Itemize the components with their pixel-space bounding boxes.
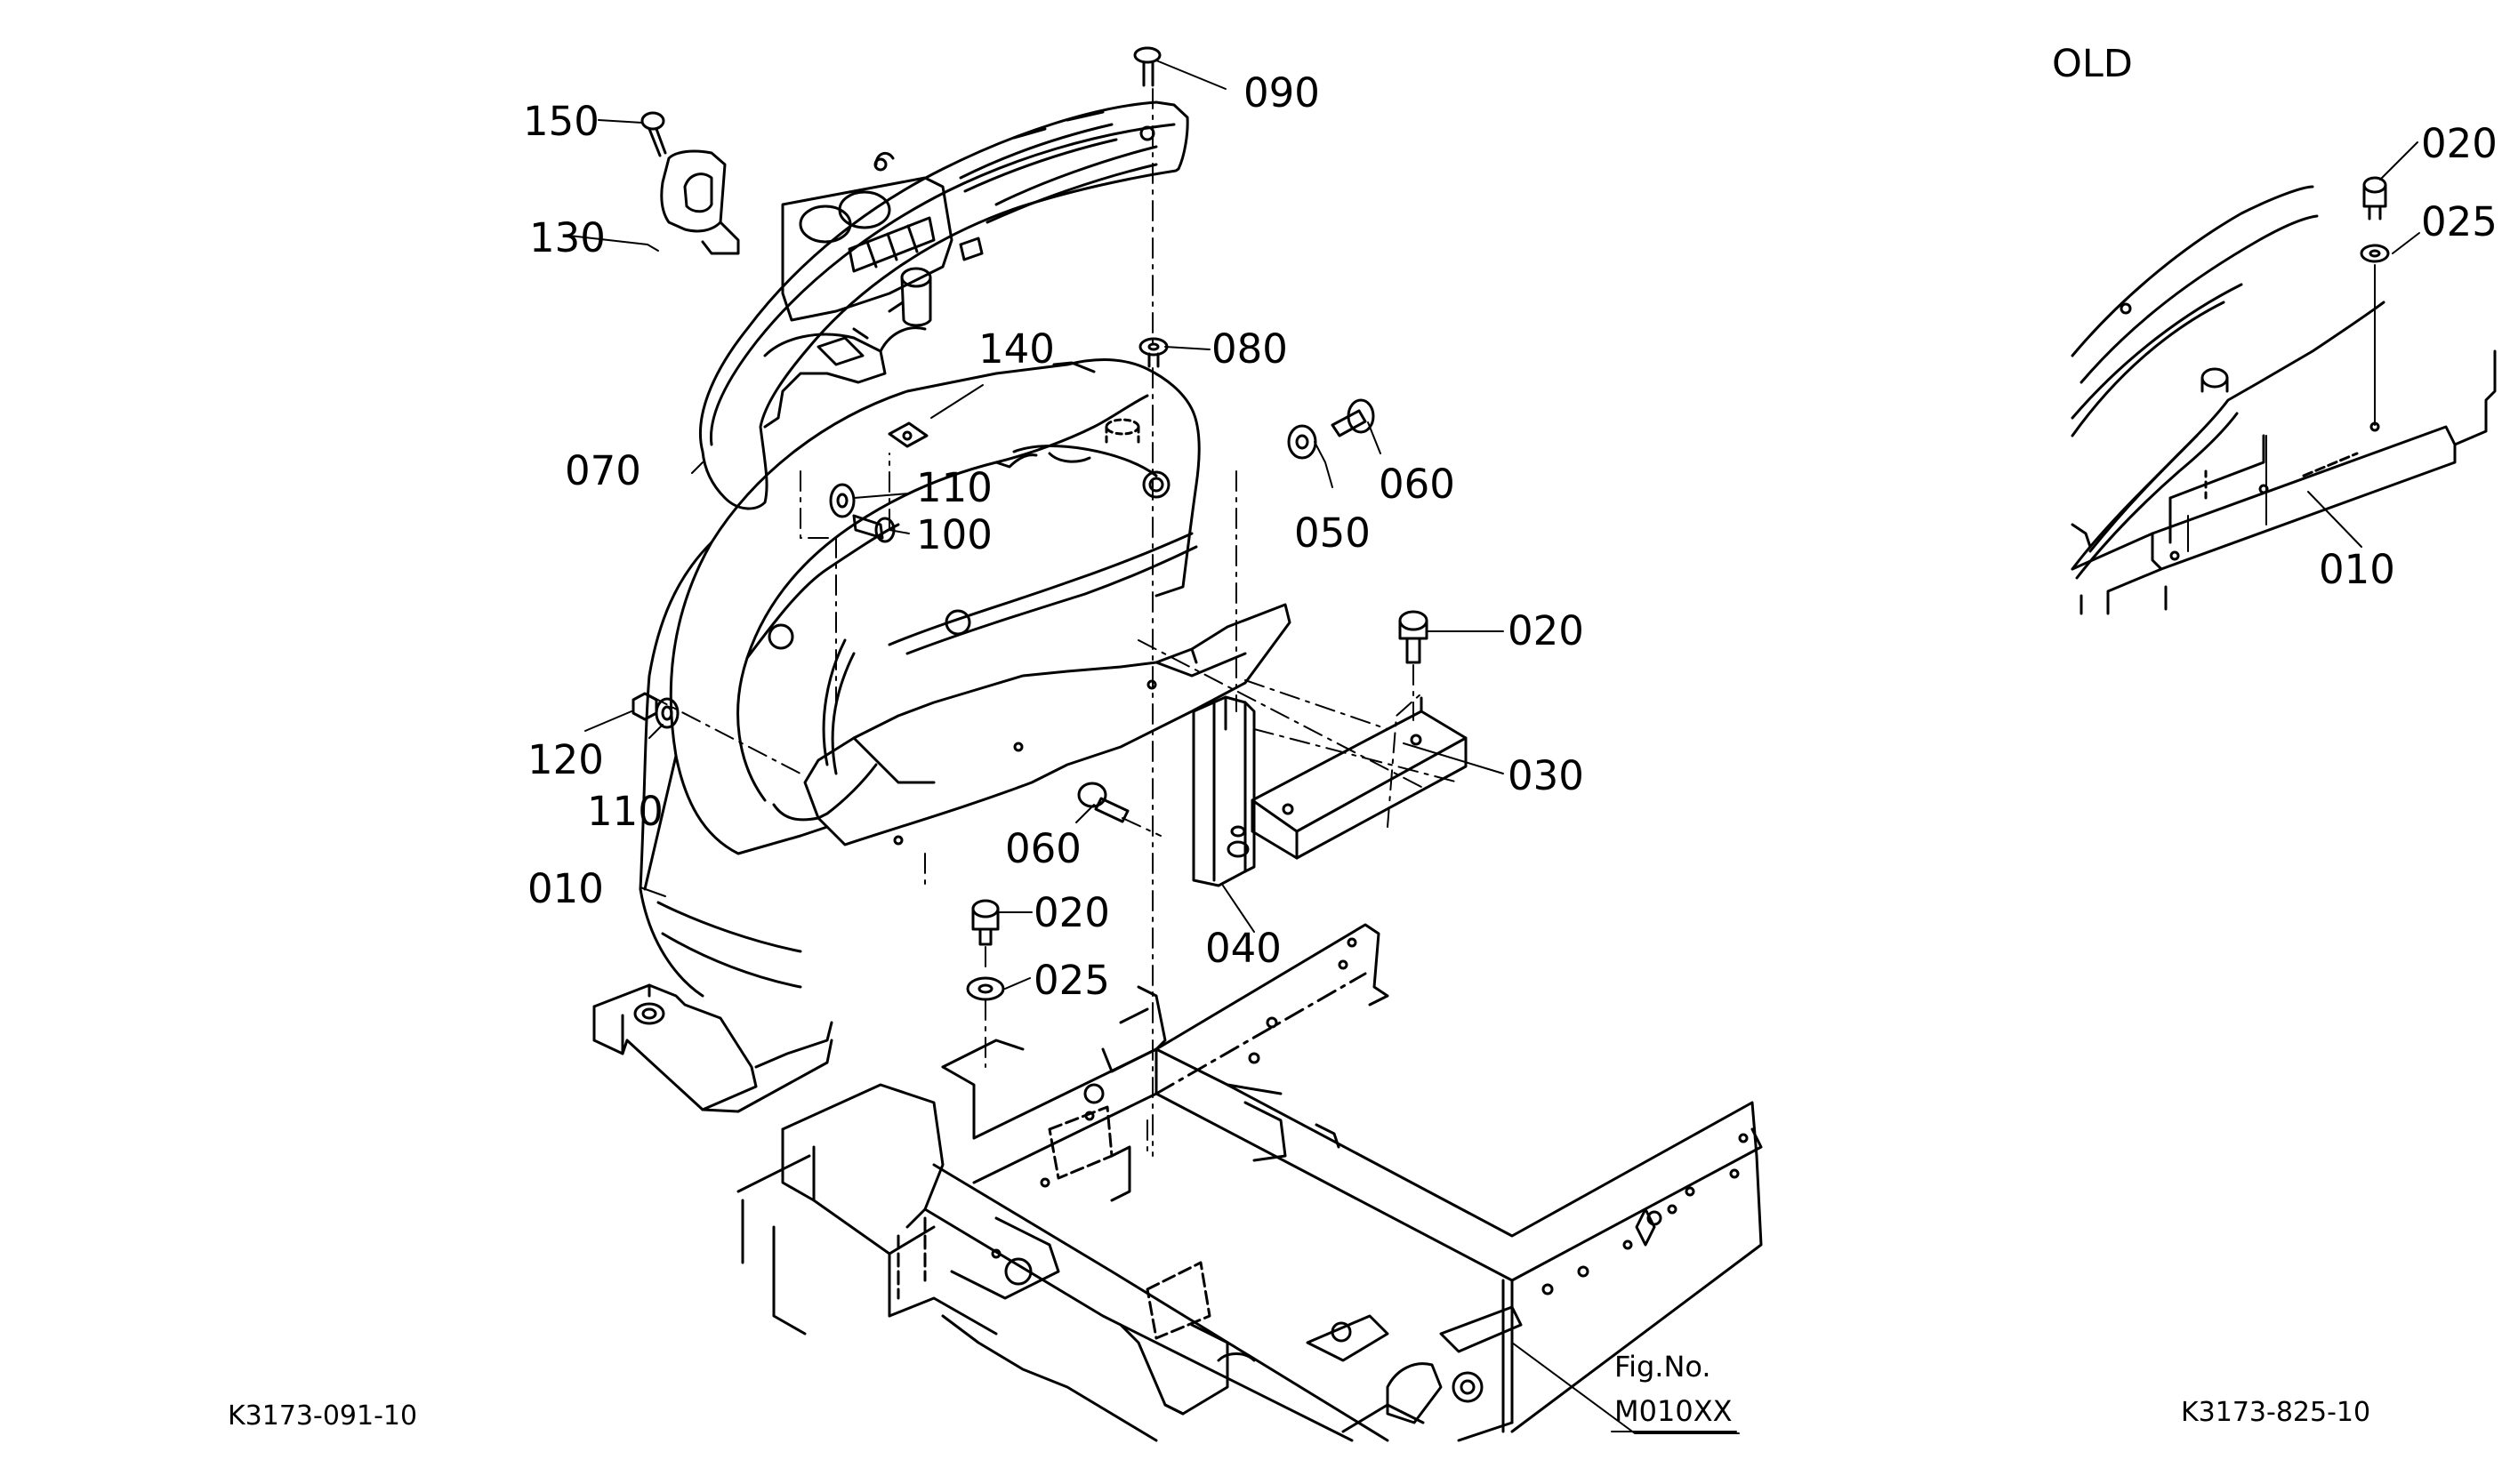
drawing-code-main: K3173-091-10 [228, 1400, 417, 1432]
callout-040: 040 [1205, 925, 1282, 972]
old-version-inset [2071, 176, 2497, 615]
callout-130: 130 [529, 214, 606, 261]
old-version-label: OLD [2052, 42, 2133, 86]
main-callout-labels: 150 130 070 140 090 080 110 100 060 050 … [523, 69, 1584, 1004]
callout-080: 080 [1211, 325, 1288, 373]
instrument-panel-cover [698, 100, 1189, 510]
inset-callout-010: 010 [2319, 546, 2395, 593]
drawing-codes: K3173-091-10 K3173-825-10 [228, 1397, 2370, 1432]
inset-callout-020: 020 [2421, 120, 2498, 167]
callout-090: 090 [1243, 69, 1320, 116]
callout-110-upper: 110 [916, 464, 993, 511]
callout-120: 120 [527, 736, 604, 783]
inset-labels: OLD 020 025 010 [2052, 42, 2498, 593]
leader-lines [568, 60, 2420, 1434]
side-cover-130 [660, 149, 740, 255]
callout-100: 100 [916, 511, 993, 558]
callout-010: 010 [527, 865, 604, 912]
callout-050: 050 [1294, 509, 1371, 557]
callout-070: 070 [565, 447, 641, 494]
callout-030: 030 [1508, 752, 1584, 799]
callout-020-upper: 020 [1508, 607, 1584, 654]
callout-140: 140 [978, 325, 1055, 373]
dash-dot-centerlines [648, 88, 1460, 1157]
callout-060-lower: 060 [1005, 825, 1082, 872]
screw-150 [640, 111, 667, 157]
fender-010 [592, 358, 1291, 1113]
callout-060-upper: 060 [1379, 461, 1455, 508]
callout-025: 025 [1034, 957, 1110, 1004]
figure-reference: Fig.No. M010XX [1614, 1350, 1733, 1428]
drawing-code-inset: K3173-825-10 [2181, 1397, 2370, 1428]
fig-no-value: M010XX [1614, 1394, 1733, 1428]
stay-040 [1192, 695, 1256, 887]
inset-callout-025: 025 [2421, 198, 2498, 245]
clip-140 [888, 421, 929, 448]
tractor-frame [736, 923, 1763, 1442]
fig-no-label: Fig.No. [1614, 1350, 1711, 1384]
callout-110-lower: 110 [587, 788, 664, 835]
callout-150: 150 [523, 98, 599, 145]
plate-030 [1251, 696, 1468, 860]
callout-020-lower: 020 [1034, 889, 1110, 936]
